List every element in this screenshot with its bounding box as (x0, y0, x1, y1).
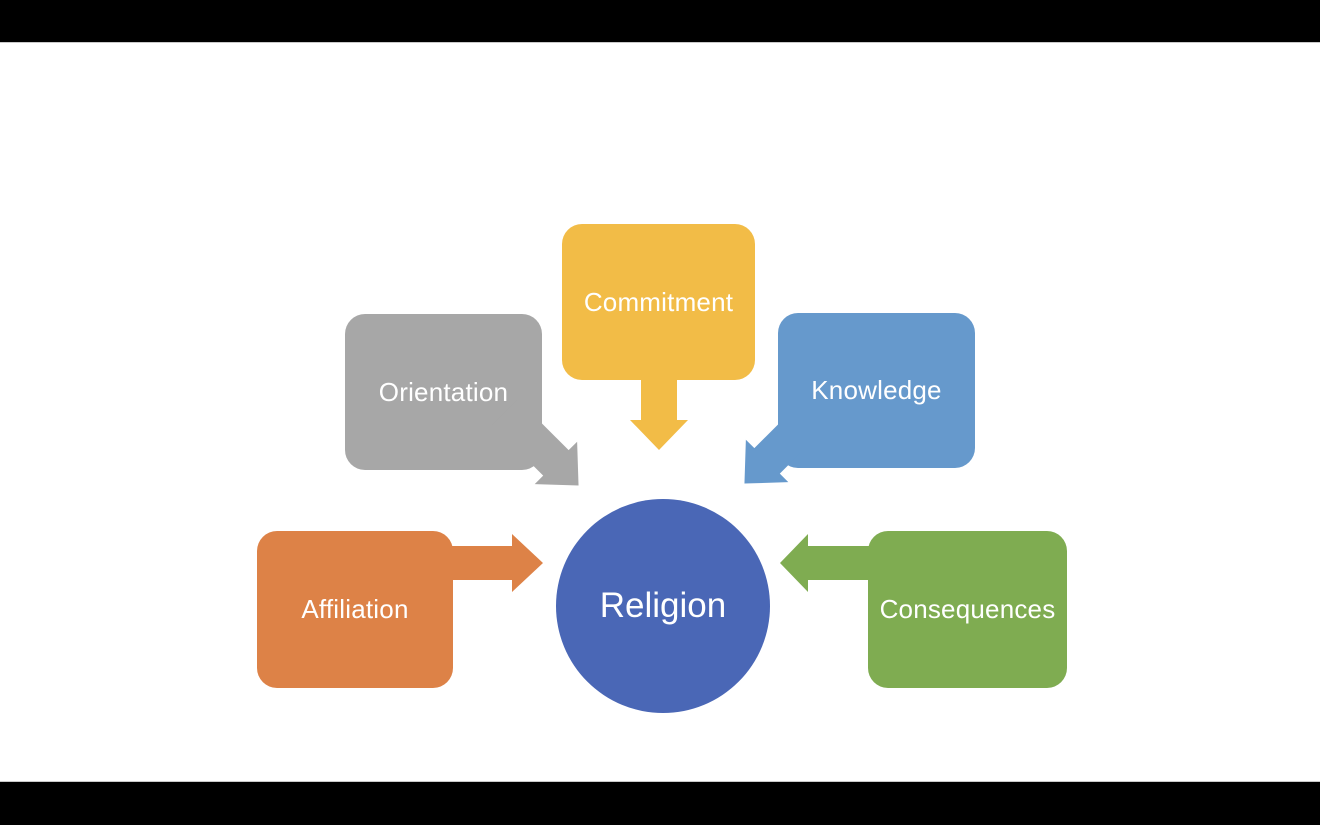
node-knowledge-label: Knowledge (811, 375, 942, 405)
node-affiliation-label: Affiliation (301, 594, 409, 624)
node-orientation-label: Orientation (378, 376, 509, 407)
node-commitment-label: Commitment (583, 286, 734, 317)
center-node-religion: Religion (556, 499, 770, 713)
node-commitment: Commitment (562, 224, 755, 380)
center-node-label: Religion (599, 586, 727, 625)
node-consequences-label: Consequences (879, 594, 1056, 624)
letterbox-top (0, 0, 1320, 42)
node-orientation: Orientation (345, 314, 542, 470)
node-knowledge: Knowledge (778, 313, 975, 468)
node-consequences: Consequences (868, 531, 1067, 688)
slide-canvas: Orientation Commitment Knowledge Affilia… (0, 42, 1320, 782)
letterbox-bottom (0, 782, 1320, 825)
node-affiliation: Affiliation (257, 531, 453, 688)
